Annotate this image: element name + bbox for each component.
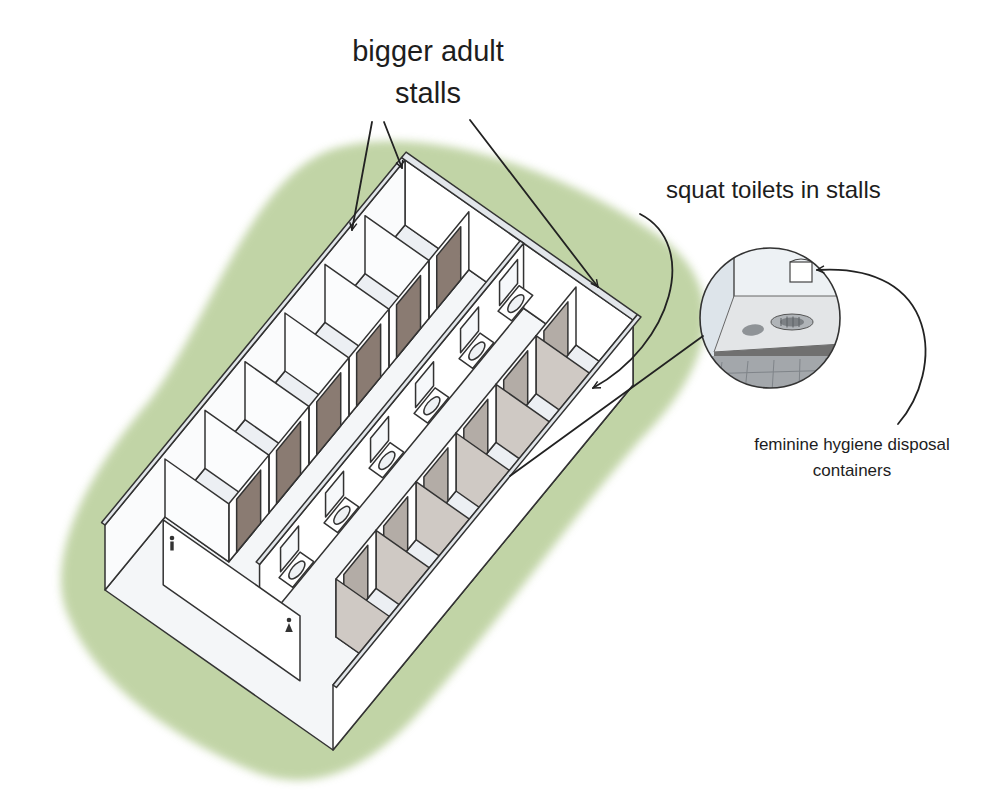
wall-face [260,243,524,629]
stall-front [269,406,309,513]
callout-label: bigger adult stalls [318,30,538,114]
footprint [741,323,764,337]
leader-line [510,336,703,476]
sink-wall [260,243,524,629]
floor-tiles [700,356,842,396]
sink-basin [421,394,443,417]
callout-label: squat toilets in stalls [666,176,881,205]
stall-panel [269,406,309,513]
sink-basin [376,449,398,472]
stall-door [237,470,261,552]
stall-front [309,358,349,465]
disposal-bin [790,262,812,282]
symbol-body [285,623,293,632]
entrance-wall [163,520,300,681]
leader-arrow [384,122,402,168]
symbol-head [287,618,292,623]
left-wall [105,160,405,590]
women-symbol [285,618,293,632]
leader-arrow [817,270,925,424]
callout-label: feminine hygiene disposal containers [752,432,952,483]
right-wall-top [333,315,641,688]
stall-panel [389,260,429,367]
squat-pan [771,314,813,330]
grass-ground [61,141,705,780]
stall-door [317,373,341,455]
stall-front [229,455,269,562]
stall-door [397,276,421,358]
stall-door [437,227,461,309]
stall-front [429,212,469,319]
stall-panel [349,309,389,416]
right-wall [333,320,633,750]
sink-basin [286,559,308,582]
leader-arrow [470,120,598,287]
stall-front [349,309,389,416]
pan-ridges [781,317,799,328]
symbol-head [170,536,175,541]
sink [324,497,359,532]
stall-platform [714,296,842,352]
sink-basin [331,504,353,527]
stall-door [277,422,301,504]
leader-arrow [593,214,672,388]
wall-top-edge [402,152,638,320]
men-symbol [170,536,175,551]
stall-front [389,260,429,367]
squat-stall-row [336,287,593,677]
stall-panel [229,455,269,562]
sink-basin [505,292,527,315]
wall-face [333,320,633,750]
stall-door [357,324,381,406]
sink [369,443,404,478]
wall-top-edge [333,315,641,688]
stall-panel [429,212,469,319]
wall-face [105,160,405,590]
sink [279,552,314,587]
pan-bowl [780,318,804,327]
sink-basin [466,340,488,363]
stall-panel [309,358,349,465]
sink [459,333,494,368]
sink [414,388,449,423]
symbol-body [170,542,173,551]
sink [498,286,533,321]
leader-arrow [352,122,372,230]
wall-face [163,520,300,681]
tile-grid [700,358,842,392]
